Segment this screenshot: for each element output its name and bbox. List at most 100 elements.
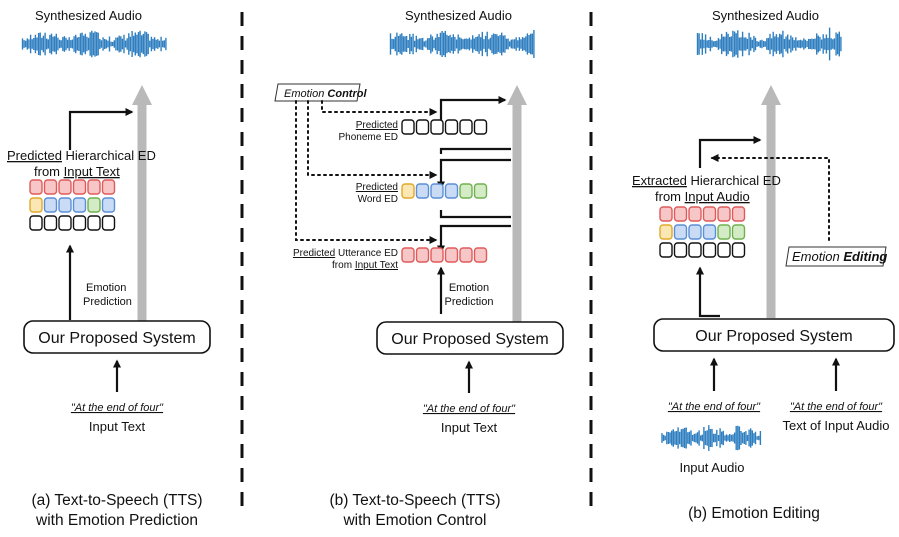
token-red bbox=[87, 179, 101, 195]
token-red bbox=[29, 179, 43, 195]
token-red bbox=[702, 206, 717, 222]
control-arrow-word bbox=[307, 100, 438, 179]
token-red bbox=[430, 247, 444, 263]
token-empty bbox=[101, 215, 116, 231]
token-red bbox=[731, 206, 746, 222]
synthesized-audio-label: Synthesized Audio bbox=[405, 8, 512, 23]
token-blue bbox=[444, 183, 459, 199]
waveform-shape bbox=[696, 27, 842, 61]
token-blue bbox=[688, 224, 702, 240]
proposed-system-label: Our Proposed System bbox=[695, 328, 852, 345]
from-input-text-label: from Input Text bbox=[34, 164, 120, 179]
phoneme-output-arrow bbox=[439, 96, 507, 124]
input-text-label: Input Text bbox=[441, 420, 498, 435]
token-empty bbox=[688, 242, 702, 258]
utterance-token-row bbox=[401, 247, 488, 263]
token-red bbox=[58, 179, 72, 195]
waveform-icon bbox=[696, 27, 842, 61]
token-empty bbox=[717, 242, 731, 258]
token-green bbox=[459, 183, 473, 199]
word-token-row bbox=[401, 183, 488, 199]
utterance-token-row bbox=[29, 179, 116, 195]
token-empty bbox=[72, 215, 87, 231]
word-token-row bbox=[659, 224, 746, 240]
token-empty bbox=[430, 119, 444, 135]
token-red bbox=[401, 247, 415, 263]
output-arrow bbox=[698, 136, 762, 168]
token-empty bbox=[444, 119, 459, 135]
utterance-input-arrow bbox=[437, 224, 511, 254]
proposed-system-label: Our Proposed System bbox=[38, 330, 195, 347]
token-yellow bbox=[659, 224, 673, 240]
token-blue bbox=[58, 197, 72, 213]
token-blue bbox=[43, 197, 58, 213]
input-quote: "At the end of four" bbox=[71, 402, 164, 414]
proposed-system-label: Our Proposed System bbox=[391, 331, 548, 348]
token-yellow bbox=[401, 183, 415, 199]
word-token-row bbox=[29, 197, 116, 213]
proposed-system-box bbox=[653, 318, 895, 352]
token-empty bbox=[29, 215, 43, 231]
waveform-shape bbox=[661, 425, 762, 451]
token-empty bbox=[459, 119, 473, 135]
token-empty bbox=[673, 242, 688, 258]
hierarchical-ed-label: Extracted Hierarchical ED bbox=[632, 173, 781, 188]
caption-b: (b) Text-to-Speech (TTS)with Emotion Con… bbox=[329, 492, 500, 529]
token-empty bbox=[58, 215, 72, 231]
token-red bbox=[688, 206, 702, 222]
word-feedback bbox=[439, 210, 511, 219]
caption-c: (b) Emotion Editing bbox=[688, 505, 820, 522]
token-empty bbox=[43, 215, 58, 231]
token-empty bbox=[702, 242, 717, 258]
control-arrow-utterance bbox=[295, 100, 438, 244]
emotion-control-box bbox=[274, 83, 361, 102]
phoneme-ed-label: Phoneme ED bbox=[339, 132, 398, 143]
panel-a: Synthesized Audio Predicted Hierarchical… bbox=[7, 8, 211, 529]
token-green bbox=[731, 224, 746, 240]
token-red bbox=[473, 247, 488, 263]
caption-a: (a) Text-to-Speech (TTS)with Emotion Pre… bbox=[31, 492, 202, 529]
token-red bbox=[43, 179, 58, 195]
emotion-editing-label: Emotion Editing bbox=[792, 249, 887, 264]
word-predicted-label: Predicted bbox=[356, 182, 398, 193]
phoneme-token-row bbox=[401, 119, 488, 135]
phoneme-token-row bbox=[659, 242, 746, 258]
token-blue bbox=[673, 224, 688, 240]
token-red bbox=[717, 206, 731, 222]
token-red bbox=[72, 179, 87, 195]
token-red bbox=[101, 179, 116, 195]
control-arrow-phoneme bbox=[321, 100, 438, 116]
proposed-system-box bbox=[23, 320, 211, 354]
token-blue bbox=[430, 183, 444, 199]
waveform-shape bbox=[389, 30, 535, 58]
phoneme-predicted-label: Predicted bbox=[356, 120, 398, 131]
token-red bbox=[459, 247, 473, 263]
text-of-input-audio-label: Text of Input Audio bbox=[783, 418, 890, 433]
token-empty bbox=[401, 119, 415, 135]
panel-b: Synthesized Audio Emotion Control Predic… bbox=[274, 8, 564, 529]
extraction-arrow bbox=[696, 266, 720, 318]
waveform-shape bbox=[21, 30, 167, 58]
input-audio-waveform-icon bbox=[661, 425, 762, 451]
emotion-editing-box bbox=[785, 246, 887, 267]
token-blue bbox=[72, 197, 87, 213]
token-red bbox=[415, 247, 430, 263]
token-blue bbox=[415, 183, 430, 199]
token-blue bbox=[101, 197, 116, 213]
token-green bbox=[473, 183, 488, 199]
input-quote-left: "At the end of four" bbox=[668, 401, 761, 413]
token-empty bbox=[415, 119, 430, 135]
emotion-control-label: Emotion Control bbox=[284, 88, 367, 100]
token-green bbox=[87, 197, 101, 213]
token-red bbox=[659, 206, 673, 222]
from-input-audio-label: from Input Audio bbox=[655, 189, 750, 204]
output-arrow bbox=[68, 108, 134, 150]
token-empty bbox=[473, 119, 488, 135]
synthesized-audio-label: Synthesized Audio bbox=[712, 8, 819, 23]
token-red bbox=[444, 247, 459, 263]
input-audio-label: Input Audio bbox=[679, 460, 744, 475]
token-empty bbox=[659, 242, 673, 258]
